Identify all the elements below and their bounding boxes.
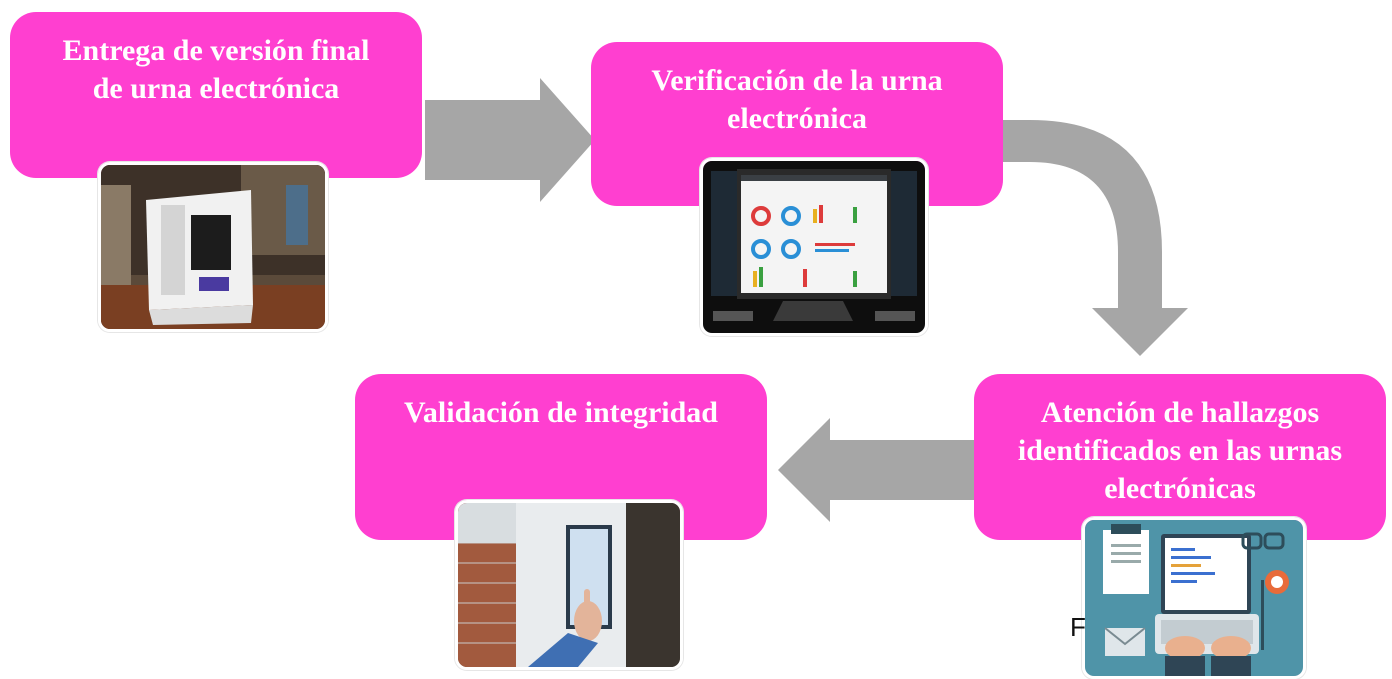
- arrow-left: [778, 418, 980, 522]
- stray-text: F: [1070, 612, 1086, 642]
- laptop-workspace-illustration: [1082, 517, 1306, 679]
- step-label-line: Verificación de la urna: [651, 64, 943, 97]
- electronic-ballot-box-photo: [98, 162, 328, 332]
- step-box-integrity: Validación de integridad: [355, 374, 767, 540]
- arrow-right: [425, 78, 595, 202]
- touchscreen-voting-photo: [455, 500, 683, 670]
- step-label-line: Atención de hallazgos: [1040, 396, 1320, 429]
- arrow-curve-down: [1000, 120, 1188, 356]
- step-label-line: electrónica: [727, 102, 867, 135]
- step-box-delivery: Entrega de versión final de urna electró…: [10, 12, 422, 178]
- monitor-dashboard-image: [700, 158, 928, 336]
- step-box-findings: Atención de hallazgos identificados en l…: [974, 374, 1386, 540]
- step-label-line: Validación de integridad: [404, 396, 718, 429]
- step-label-line: de urna electrónica: [92, 72, 340, 105]
- step-label-line: identificados en las urnas: [1017, 434, 1343, 467]
- step-label-line: Entrega de versión final: [62, 34, 370, 67]
- step-label-line: electrónicas: [1104, 472, 1256, 505]
